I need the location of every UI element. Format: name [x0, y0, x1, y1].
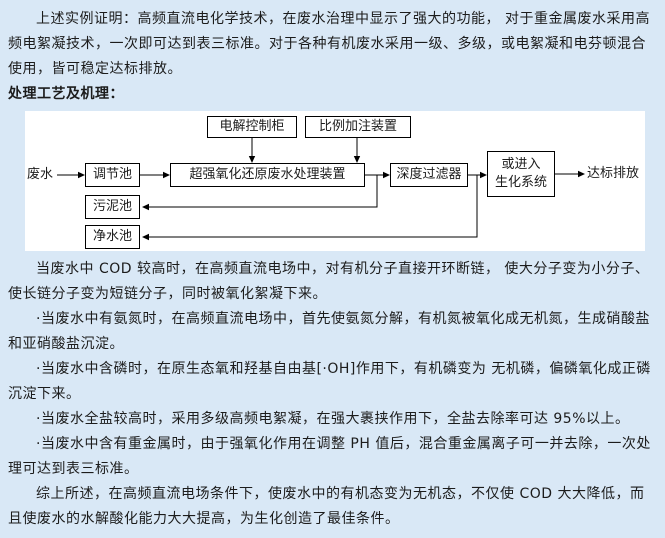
box-oxidation-device: 超强氧化还原废水处理装置	[170, 163, 365, 187]
box-clean-water-pool: 净水池	[85, 225, 140, 249]
cod-paragraph: 当废水中 COD 较高时，在高频直流电场中，对有机分子直接开环断链， 使大分子变…	[8, 261, 650, 302]
box-regulating-pool: 调节池	[85, 163, 140, 187]
wastewater-label: 废水	[27, 167, 54, 182]
process-flow-diagram: 废水 电解控制柜 比例加注装置 调节池 污泥池 净水池 超强氧化还原废水处理装置…	[25, 111, 645, 251]
box-electrolysis-control: 电解控制柜	[207, 116, 297, 138]
box-bio-system: 或进入 生化系统	[487, 151, 555, 197]
phosphorus-paragraph: ·当废水中含磷时，在原生态氧和羟基自由基[·OH]作用下，有机磷变为 无机磷，偏…	[8, 361, 651, 402]
discharge-label: 达标排放	[587, 166, 640, 181]
box-dosing-device: 比例加注装置	[305, 116, 411, 138]
box-sludge-pool: 污泥池	[85, 195, 140, 219]
box-depth-filter: 深度过滤器	[390, 163, 468, 187]
intro-paragraph: 上述实例证明：高频直流电化学技术，在废水治理中显示了强大的功能， 对于重金属废水…	[8, 11, 650, 77]
heavy-metal-paragraph: ·当废水中含有重金属时，由于强氧化作用在调整 PH 值后，混合重金属离子可一并去…	[8, 436, 651, 477]
ammonia-paragraph: ·当废水中有氨氮时，在高频直流电场中，首先使氨氮分解，有机氮被氧化成无机氮，生成…	[8, 311, 650, 352]
box-bio-system-line1: 或进入	[501, 157, 541, 173]
flow-arrows	[57, 138, 585, 241]
conclusion-paragraph: 综上所述，在高频直流电场条件下，使废水中的有机态变为无机态，不仅使 COD 大大…	[8, 486, 645, 527]
box-bio-system-line2: 生化系统	[494, 175, 547, 190]
section-heading: 处理工艺及机理：	[8, 86, 124, 102]
salt-paragraph: ·当废水全盐较高时，采用多级高频电絮凝，在强大裹挟作用下，全盐去除率可达 95%…	[36, 411, 630, 427]
